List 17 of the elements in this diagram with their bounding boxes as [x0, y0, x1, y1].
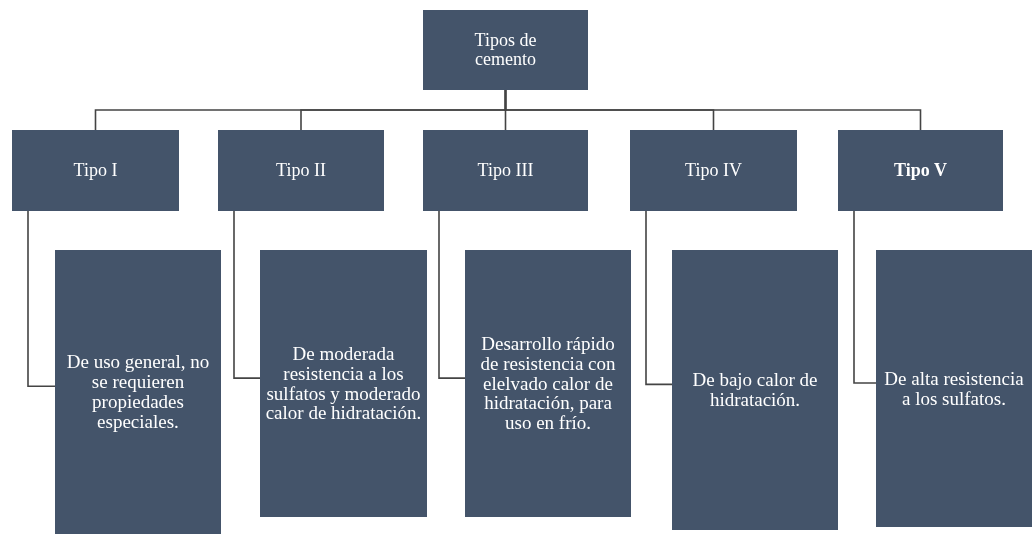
- connector-line: [438, 210, 466, 379]
- category-box: Tipo II: [218, 130, 384, 211]
- category-box: Tipo III: [423, 130, 588, 211]
- description-box: De bajo calor de hidratación.: [672, 250, 838, 530]
- description-box: De uso general, no se requieren propiedades especiales.: [55, 250, 221, 534]
- description-box: De moderada resistencia a los sulfatos y moderado calor de hidratación.: [260, 250, 427, 517]
- connector-line: [645, 210, 673, 386]
- connector-line: [504, 89, 922, 131]
- connector-line: [853, 210, 877, 384]
- description-box: Desarrollo rápido de resistencia con elelvado calor de hidratación, para uso en frío.: [465, 250, 631, 517]
- category-box: Tipo I: [12, 130, 179, 211]
- connector-line: [27, 210, 56, 388]
- connector-line: [233, 210, 261, 379]
- root-box: Tipos de cemento: [423, 10, 588, 90]
- category-box: Tipo IV: [630, 130, 797, 211]
- description-box: De alta resistencia a los sulfatos.: [876, 250, 1032, 527]
- category-box: Tipo V: [838, 130, 1003, 211]
